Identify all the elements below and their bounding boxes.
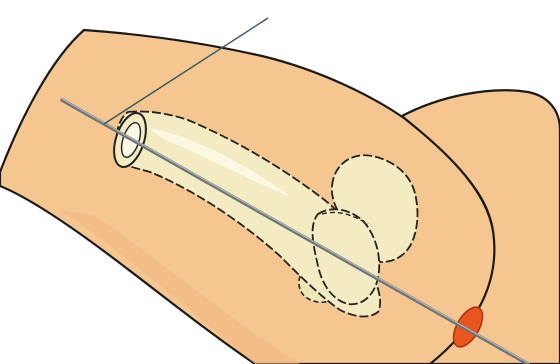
illustration-canvas <box>0 0 560 364</box>
femur-guide-pin-illustration <box>0 0 560 364</box>
